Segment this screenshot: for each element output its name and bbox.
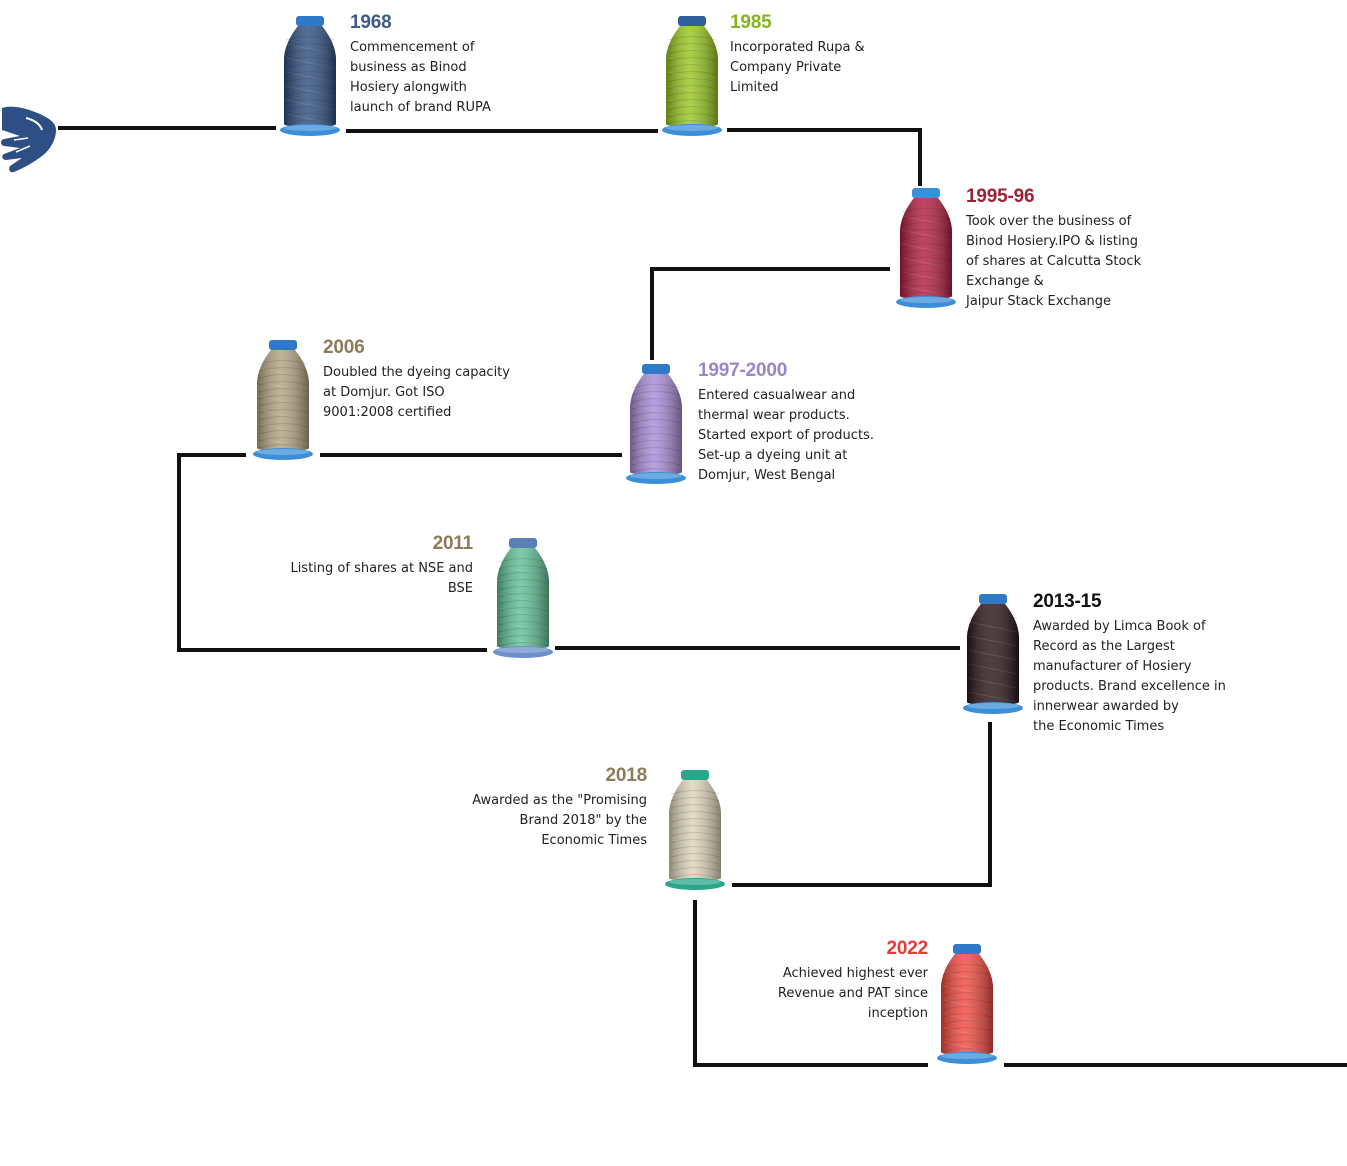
- milestone-description: Entered casualwear and thermal wear prod…: [698, 388, 874, 483]
- milestone-2022: 2022 Achieved highest ever Revenue and P…: [728, 938, 928, 1024]
- milestone-year: 2006: [323, 337, 365, 358]
- milestone-year: 2011: [432, 533, 474, 554]
- milestone-year: 2022: [886, 938, 929, 959]
- thread-spool-icon: [935, 942, 999, 1073]
- milestone-description: Incorporated Rupa & Company Private Limi…: [730, 40, 865, 95]
- milestone-description: Awarded as the "Promising Brand 2018" by…: [472, 793, 647, 848]
- milestone-year: 1995-96: [966, 186, 1035, 207]
- milestone-year: 1985: [730, 12, 772, 33]
- thread-spool-icon: [491, 536, 555, 667]
- milestone-year: 2013-15: [1033, 591, 1102, 612]
- milestone-1995-96: 1995-96 Took over the business of Binod …: [966, 186, 1166, 312]
- thread-spool-icon: [961, 592, 1025, 723]
- thread-spool-icon: [624, 362, 688, 493]
- milestone-year: 1997-2000: [698, 360, 788, 381]
- milestone-2006: 2006 Doubled the dyeing capacity at Domj…: [323, 337, 523, 423]
- milestone-1968: 1968 Commencement of business as Binod H…: [350, 12, 530, 118]
- milestone-description: Listing of shares at NSE and BSE: [290, 561, 473, 596]
- milestone-2011: 2011 Listing of shares at NSE and BSE: [283, 533, 473, 599]
- milestone-description: Commencement of business as Binod Hosier…: [350, 40, 491, 115]
- hand-pulling-thread-icon: [1, 106, 56, 173]
- milestone-2013-15: 2013-15 Awarded by Limca Book of Record …: [1033, 591, 1233, 737]
- thread-spool-icon: [894, 186, 958, 317]
- milestone-description: Doubled the dyeing capacity at Domjur. G…: [323, 365, 510, 420]
- milestone-year: 1968: [350, 12, 392, 33]
- milestone-description: Took over the business of Binod Hosiery.…: [966, 214, 1142, 309]
- thread-spool-icon: [251, 338, 315, 469]
- milestone-2018: 2018 Awarded as the "Promising Brand 201…: [447, 765, 647, 851]
- milestone-description: Awarded by Limca Book of Record as the L…: [1033, 619, 1226, 734]
- thread-spool-icon: [663, 768, 727, 899]
- thread-spool-icon: [660, 14, 724, 145]
- milestone-1997-2000: 1997-2000 Entered casualwear and thermal…: [698, 360, 898, 486]
- milestone-year: 2018: [605, 765, 648, 786]
- milestone-1985: 1985 Incorporated Rupa & Company Private…: [730, 12, 910, 98]
- milestone-description: Achieved highest ever Revenue and PAT si…: [777, 966, 928, 1021]
- thread-spool-icon: [278, 14, 342, 145]
